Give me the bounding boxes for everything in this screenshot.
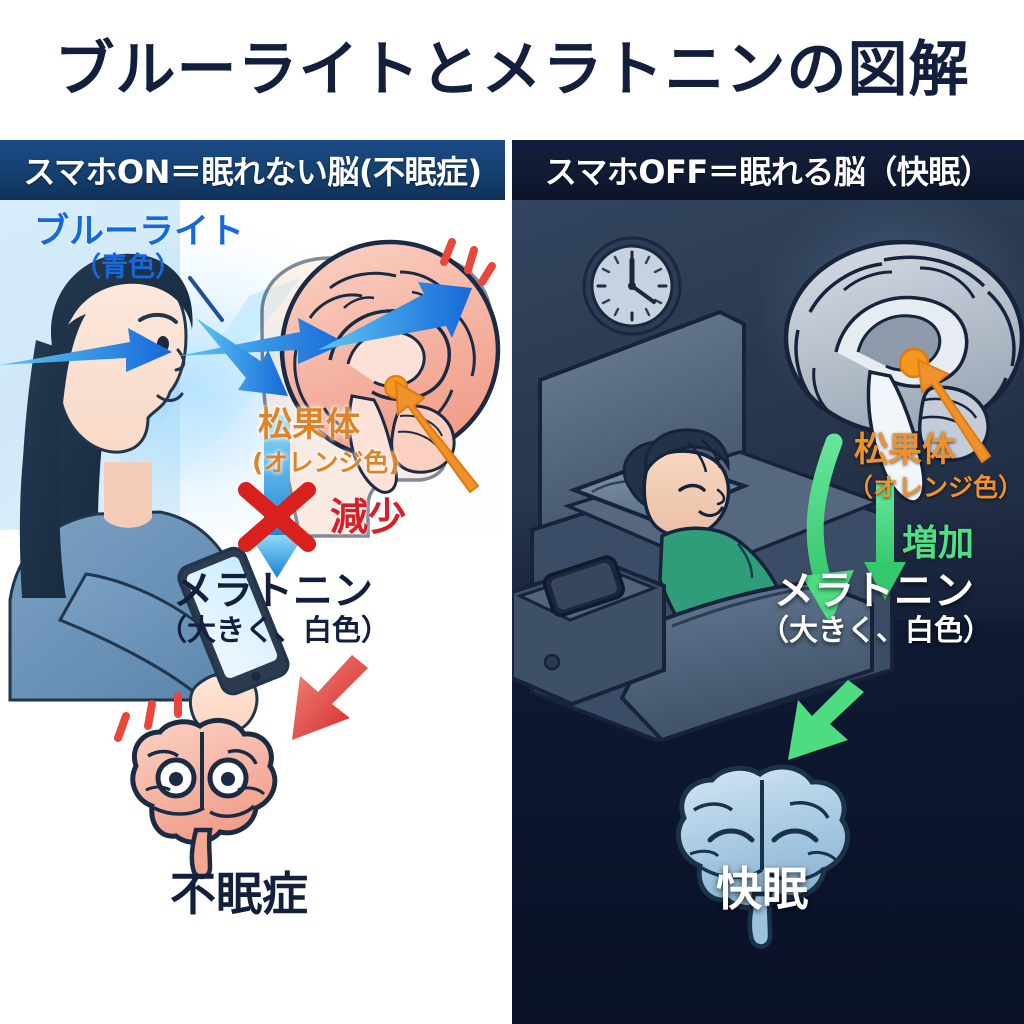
title-bar: ブルーライトとメラトニンの図解 (0, 0, 1024, 140)
label-pineal-left: 松果体 (258, 405, 360, 445)
melatonin-increase-arrow (864, 484, 906, 600)
panel-smartphone-off: 松果体 （オレンジ色） 増加 メラトニン （大きく、白色） 快眠 スマホOFF＝… (512, 140, 1024, 1024)
label-melatonin-right: メラトニン (774, 568, 974, 614)
label-melatonin-left-sub: （大きく、白色） (158, 613, 391, 647)
label-insomnia: 不眠症 (170, 867, 308, 921)
label-pineal-left-sub: (オレンジ色) (252, 448, 400, 477)
sleeping-person-illustration (512, 236, 1024, 949)
page-title: ブルーライトとメラトニンの図解 (54, 35, 970, 105)
label-bluelight: ブルーライト (34, 212, 245, 252)
to-goodsleep-arrow (788, 680, 864, 760)
label-pineal-right-sub: （オレンジ色） (848, 473, 1024, 502)
panel-divider (505, 140, 512, 1024)
label-goodsleep: 快眠 (716, 862, 808, 916)
left-scene: ブルーライト （青色） 松果体 (オレンジ色) 減少 メラトニン （大きく、白色… (0, 200, 505, 1024)
panel-header-right-text: スマホOFF＝眠れる脳（快眠） (544, 153, 992, 191)
label-melatonin-left: メラトニン (173, 568, 373, 614)
label-pineal-right: 松果体 (854, 430, 956, 470)
brain-sleeping-icon (675, 764, 851, 949)
blue-light-arrow-into-eye (0, 328, 172, 372)
panel-header-right: スマホOFF＝眠れる脳（快眠） (512, 140, 1024, 200)
panel-header-left-text: スマホON＝眠れない脳(不眠症) (23, 153, 482, 191)
smartphone-icon (542, 555, 626, 618)
pineal-pointer-arrow-right (916, 358, 992, 464)
wall-clock-icon (582, 236, 682, 336)
to-insomnia-arrow (292, 655, 368, 740)
pineal-pointer-arrow-left (394, 380, 480, 494)
blue-light-arrow-to-brain-lower (178, 318, 346, 364)
label-bluelight-sub: （青色） (74, 252, 182, 283)
label-decrease: 減少 (330, 495, 407, 539)
right-scene: 松果体 （オレンジ色） 増加 メラトニン （大きく、白色） 快眠 (512, 200, 1024, 1024)
brain-stressed-icon (114, 692, 278, 880)
blue-light-arrow-to-brain-upper (318, 282, 472, 350)
woman-with-smartphone-illustration (0, 238, 501, 880)
melatonin-flow-arrow (802, 433, 854, 624)
label-melatonin-right-sub: （大きく、白色） (760, 613, 993, 647)
panel-header-left: スマホON＝眠れない脳(不眠症) (0, 140, 505, 200)
blue-light-arrow-to-phone (196, 318, 288, 396)
label-increase: 増加 (902, 523, 975, 564)
panel-smartphone-on: ブルーライト （青色） 松果体 (オレンジ色) 減少 メラトニン （大きく、白色… (0, 140, 505, 1024)
red-x-icon (238, 482, 316, 552)
